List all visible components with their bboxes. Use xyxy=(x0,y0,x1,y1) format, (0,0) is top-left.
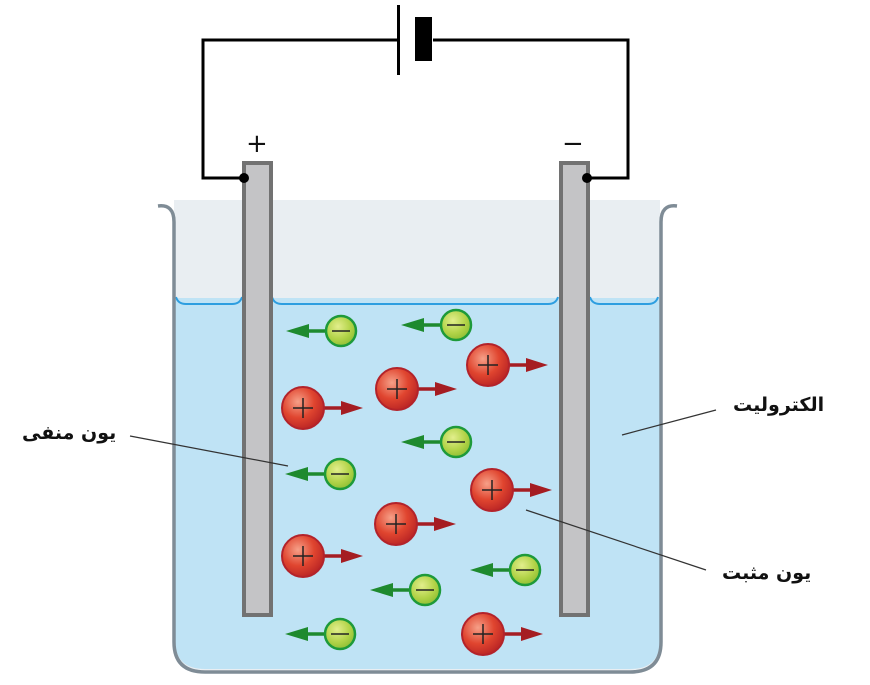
anion-label: یون منفی xyxy=(22,422,117,444)
arrowhead xyxy=(434,517,456,531)
cation-leader-line xyxy=(525,509,707,571)
arrowhead xyxy=(341,401,363,415)
arrowhead xyxy=(530,483,552,497)
positive-ion xyxy=(466,343,548,387)
circuit-wire xyxy=(201,38,630,180)
positive-ion xyxy=(281,386,363,430)
negative-ion xyxy=(285,457,357,491)
cathode-electrode xyxy=(559,161,590,617)
arrowhead xyxy=(285,627,308,641)
cathode-sign: − xyxy=(562,129,584,159)
positive-ion xyxy=(470,468,552,512)
cathode-terminal xyxy=(582,173,592,183)
arrowhead xyxy=(435,382,457,396)
battery-icon xyxy=(397,5,432,75)
negative-ion xyxy=(401,308,473,342)
cation-label: یون مثبت xyxy=(722,562,812,584)
anode-sign: + xyxy=(246,129,268,159)
positive-ion xyxy=(281,534,363,578)
positive-ion xyxy=(374,502,456,546)
arrowhead xyxy=(521,627,543,641)
electrolyte-leader-line xyxy=(621,409,717,436)
electrolyte-label: الکترولیت xyxy=(733,394,825,416)
arrowhead xyxy=(370,583,393,597)
arrowhead xyxy=(285,467,308,481)
negative-ion xyxy=(470,553,542,587)
arrowhead xyxy=(526,358,548,372)
arrowhead xyxy=(286,324,309,338)
anion-leader-line xyxy=(129,435,289,467)
arrowhead xyxy=(341,549,363,563)
arrowhead xyxy=(470,563,493,577)
arrowhead xyxy=(401,318,424,332)
positive-ion xyxy=(461,612,543,656)
negative-ion xyxy=(285,617,357,651)
negative-ion xyxy=(370,573,442,607)
arrowhead xyxy=(401,435,424,449)
negative-ion xyxy=(401,425,473,459)
ions-layer xyxy=(281,308,552,656)
positive-ion xyxy=(375,367,457,411)
anode-terminal xyxy=(239,173,249,183)
negative-ion xyxy=(286,314,358,348)
anode-electrode xyxy=(242,161,273,617)
